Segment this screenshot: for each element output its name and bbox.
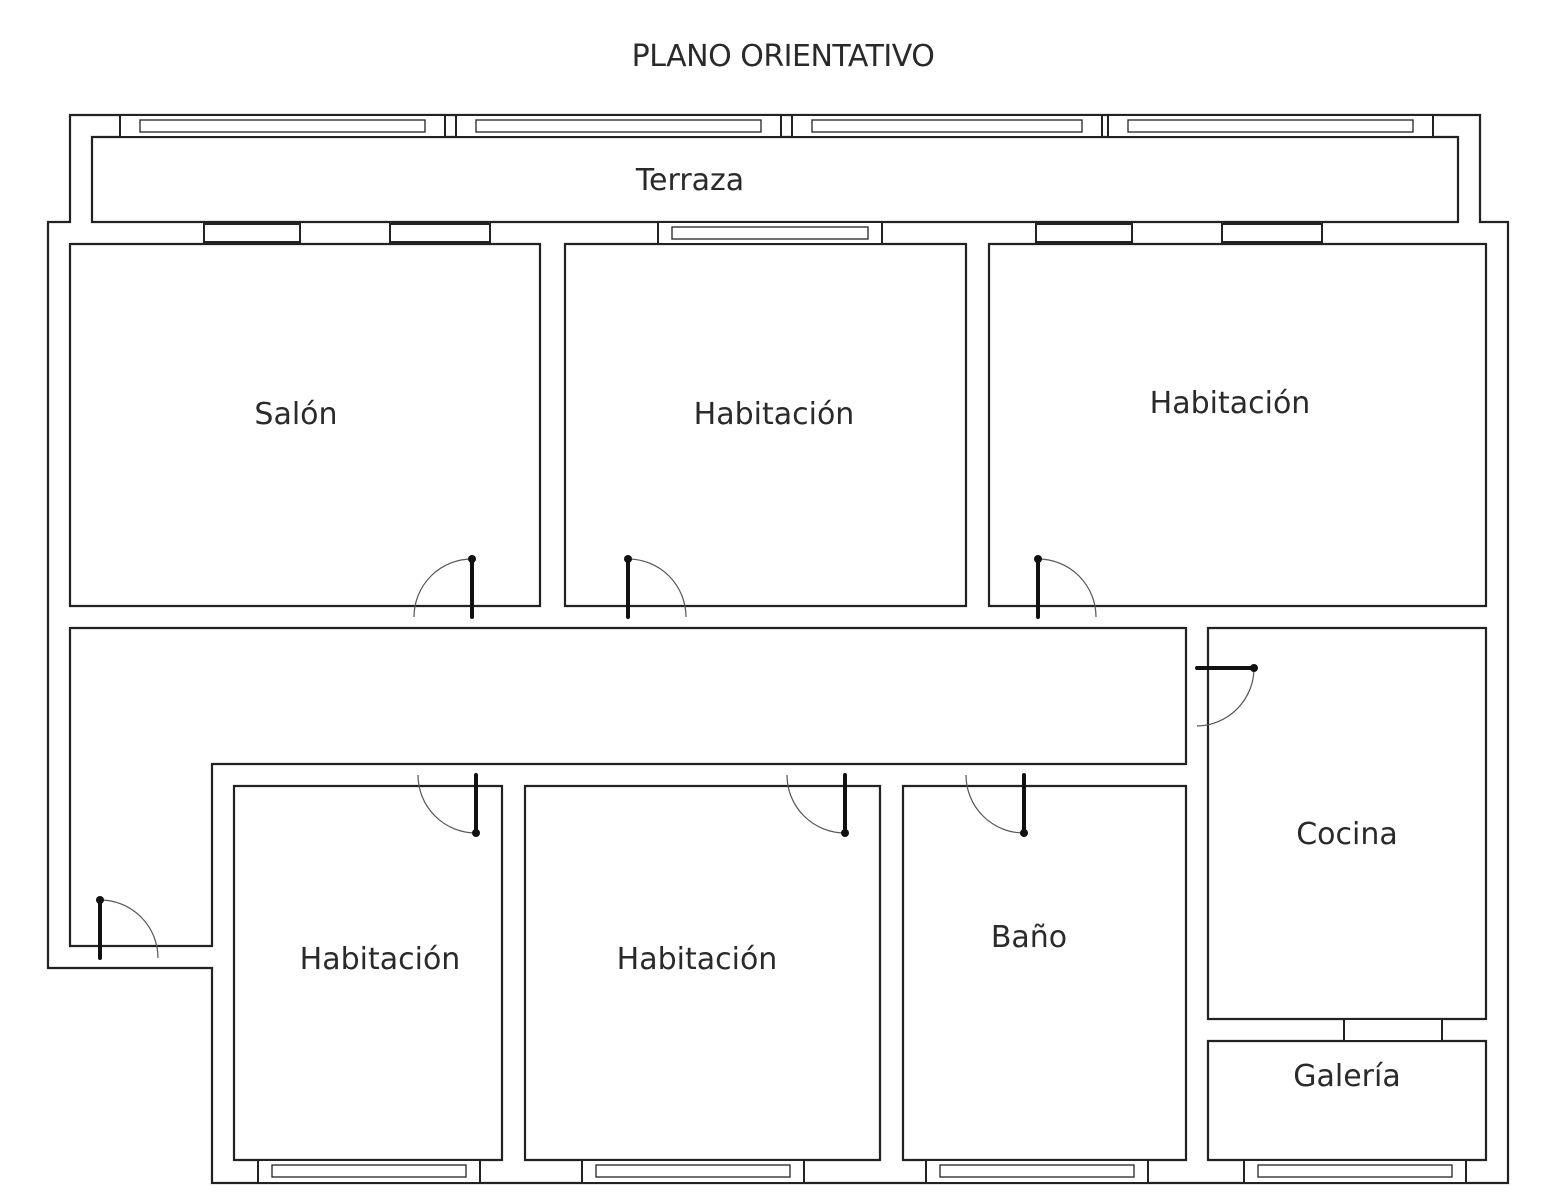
room-label-habitacion: Habitación — [694, 397, 855, 432]
room-label-habitacion: Habitación — [1150, 386, 1311, 421]
windows — [119, 114, 1467, 1184]
room-labels: Terraza Salón Habitación Habitación Habi… — [254, 163, 1400, 1094]
room-label-cocina: Cocina — [1296, 817, 1398, 852]
room-label-bano: Baño — [991, 920, 1067, 955]
doors — [96, 555, 1258, 960]
walls — [46, 113, 1510, 1185]
plan-title: PLANO ORIENTATIVO — [632, 39, 935, 74]
room-label-habitacion: Habitación — [617, 942, 778, 977]
room-label-terraza: Terraza — [635, 163, 744, 198]
room-label-habitacion: Habitación — [300, 942, 461, 977]
room-label-galeria: Galería — [1293, 1059, 1400, 1094]
room-label-salon: Salón — [254, 397, 337, 432]
